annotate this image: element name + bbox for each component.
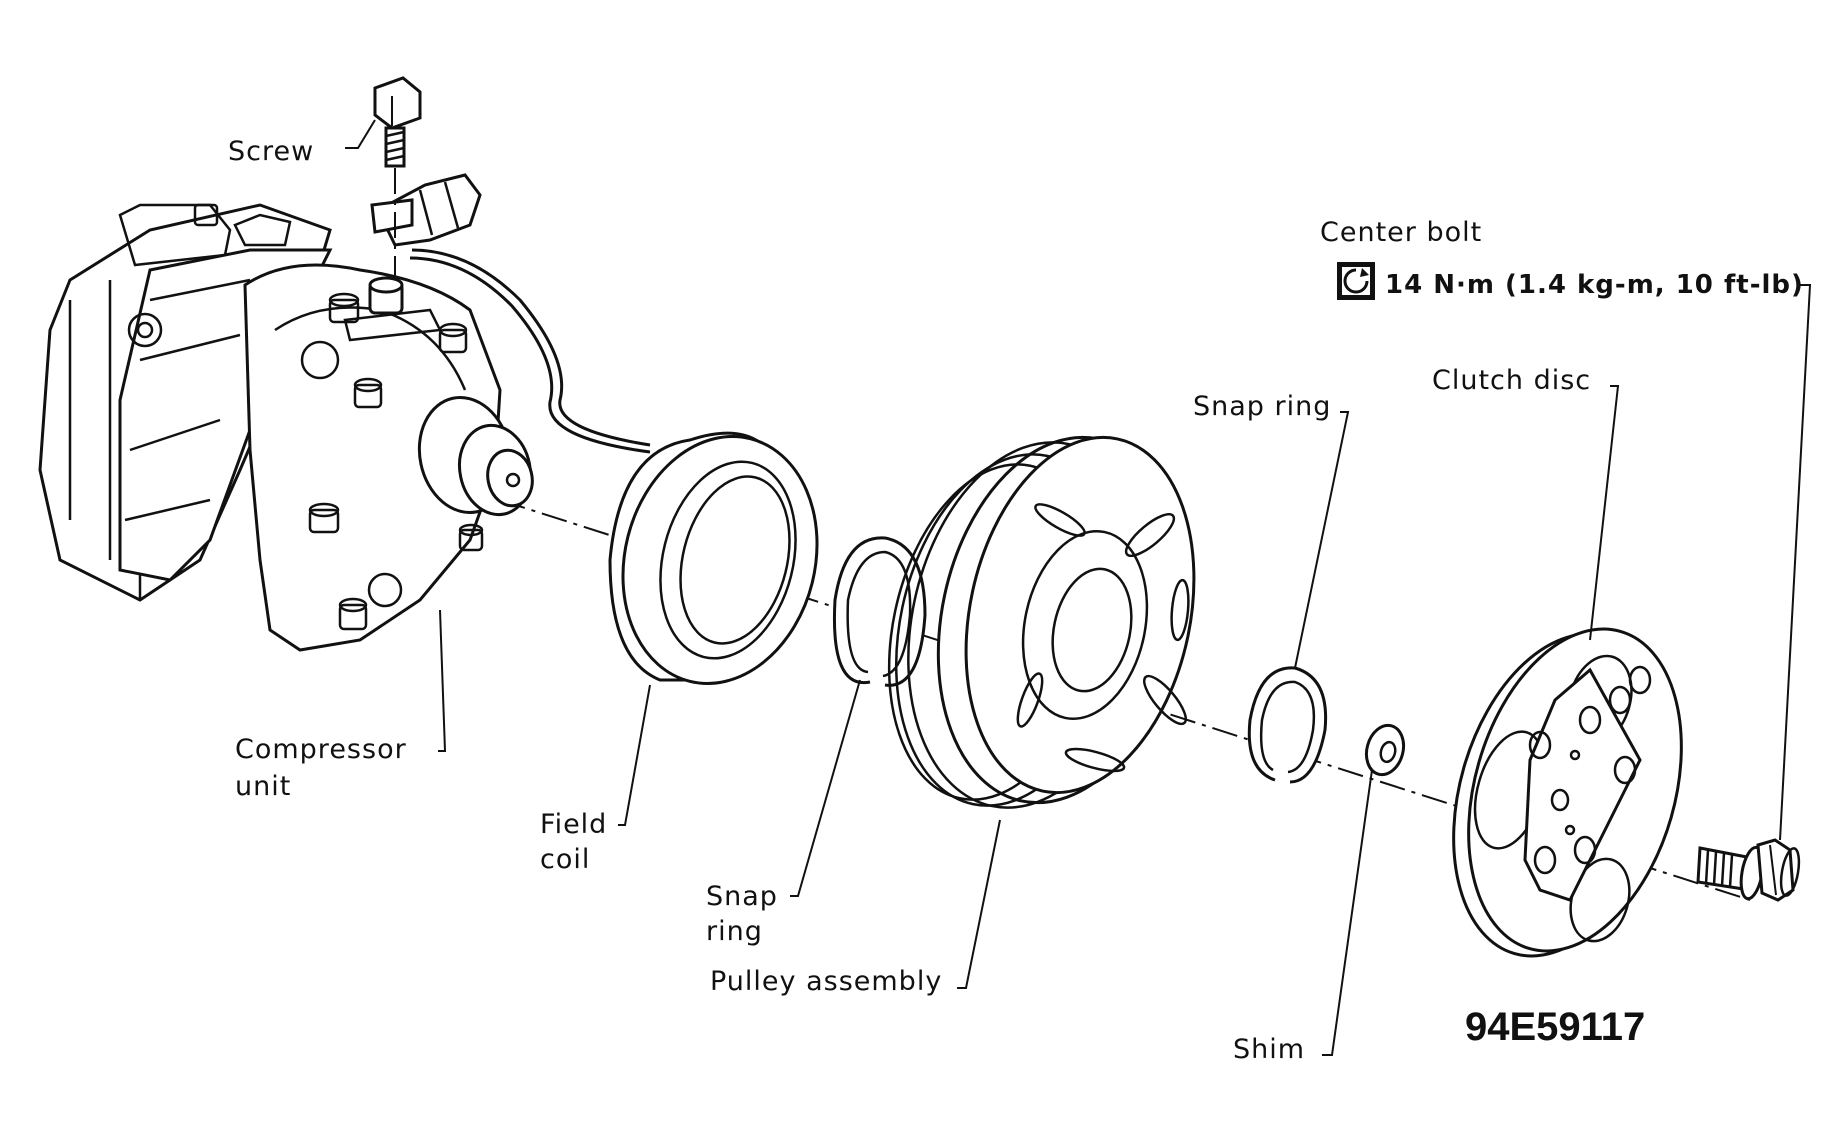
wire-harness (370, 173, 651, 454)
label-compressor-unit-2: unit (235, 771, 291, 802)
label-screw: Screw (228, 136, 314, 167)
leader-lines (345, 119, 1812, 1056)
shim (1364, 723, 1406, 777)
label-snap-ring-right: Snap ring (1193, 391, 1331, 422)
screw (373, 76, 422, 280)
label-pulley-assembly: Pulley assembly (710, 966, 942, 997)
label-compressor-unit: Compressor (235, 734, 407, 765)
compressor-unit (38, 203, 534, 652)
torque-wrench-icon (1337, 262, 1375, 300)
snap-ring-right (1247, 666, 1328, 784)
torque-spec: 14 N·m (1.4 kg-m, 10 ft-lb) (1385, 270, 1804, 300)
label-center-bolt: Center bolt (1320, 217, 1482, 248)
label-snap-ring-left-2: ring (706, 916, 763, 947)
labels: Screw Compressor unit Field coil Snap ri… (228, 136, 1804, 1065)
snap-ring-left (832, 536, 927, 687)
label-shim: Shim (1233, 1034, 1305, 1065)
label-clutch-disc: Clutch disc (1432, 365, 1591, 396)
field-coil (608, 431, 819, 685)
label-field-coil-2: coil (540, 844, 590, 875)
pulley-assembly (887, 435, 1196, 809)
center-bolt (1696, 838, 1801, 902)
figure-code: 94E59117 (1465, 1005, 1645, 1049)
label-field-coil: Field (540, 809, 607, 840)
label-snap-ring-left: Snap (706, 881, 778, 912)
clutch-disc (1452, 627, 1683, 958)
